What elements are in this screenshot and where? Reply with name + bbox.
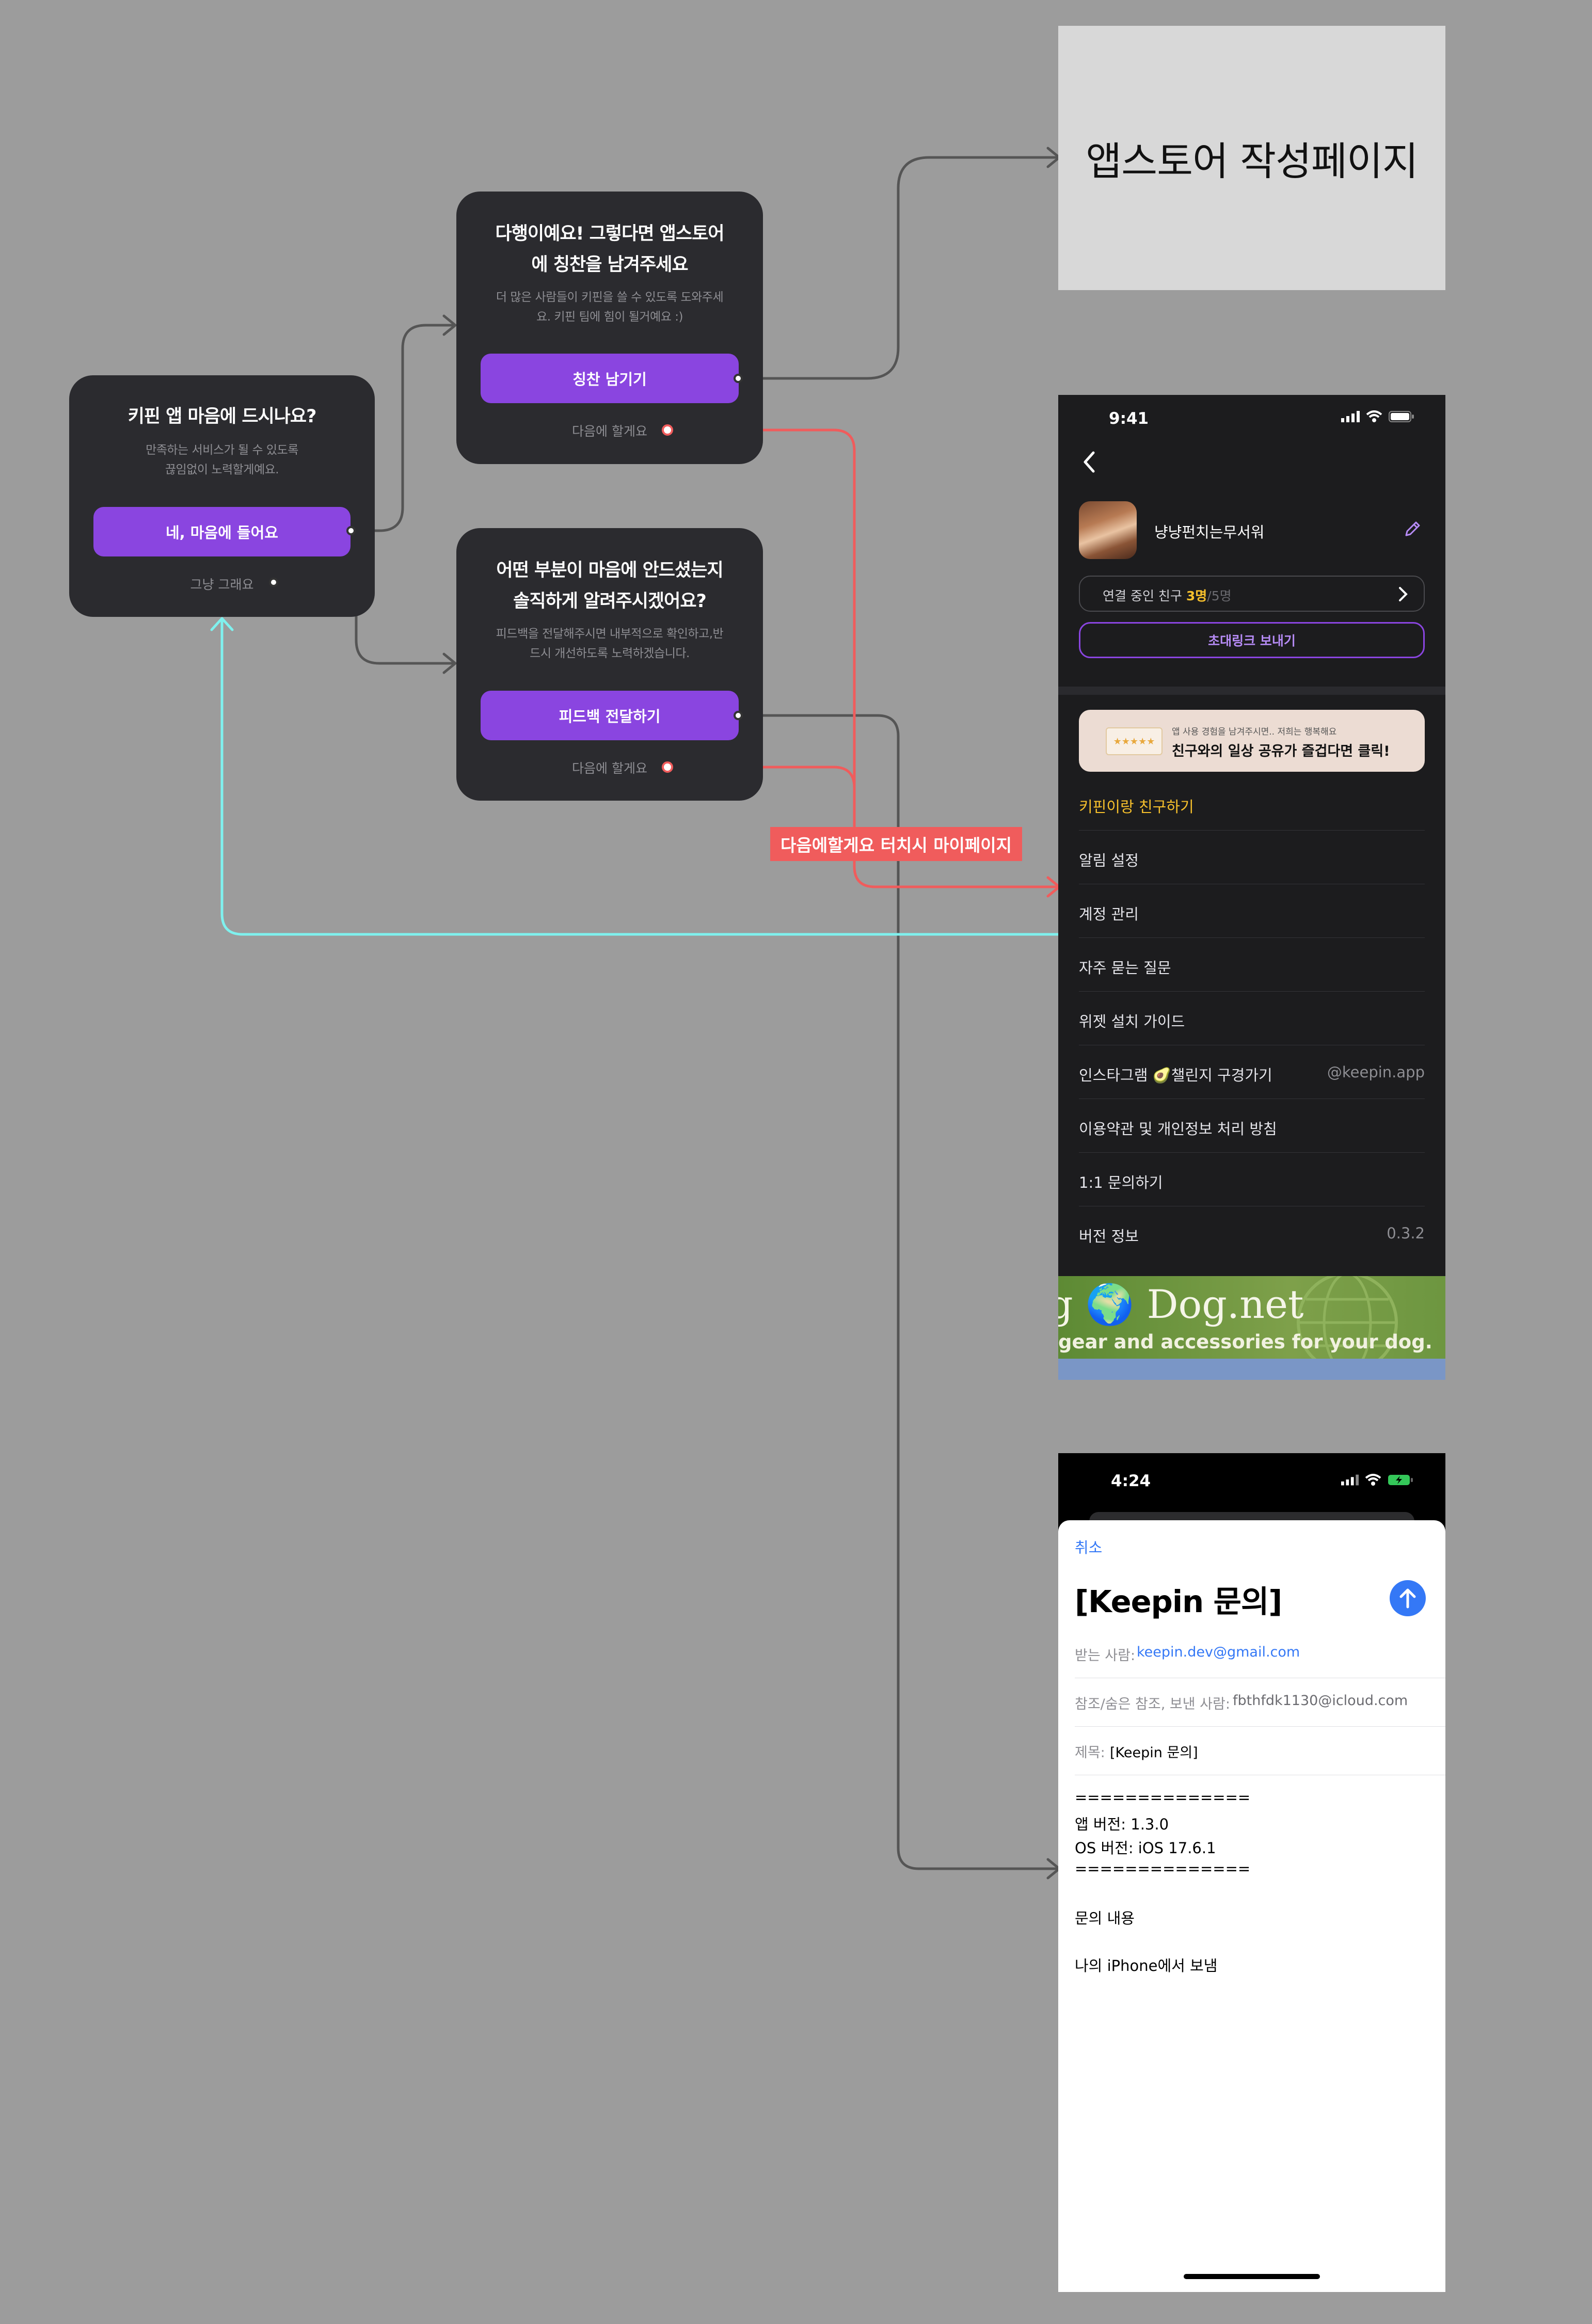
battery-charging-icon — [1388, 1475, 1413, 1485]
back-icon[interactable] — [1079, 447, 1100, 477]
appstore-placeholder: 앱스토어 작성페이지 — [1058, 26, 1445, 290]
appstore-label: 앱스토어 작성페이지 — [1086, 138, 1418, 184]
status-icons — [1341, 1474, 1413, 1486]
mail-title: [Keepin 문의] — [1075, 1584, 1282, 1619]
body-app-version: 앱 버전: 1.3.0 — [1075, 1816, 1169, 1833]
connected-friends-bar[interactable]: 연결 중인 친구 3명/5명 — [1079, 576, 1425, 612]
dialog-description: 만족하는 서비스가 될 수 있도록 끊임없이 노력할게예요. — [146, 443, 298, 476]
dialog-description: 더 많은 사람들이 키핀을 쓸 수 있도록 도와주세 요. 키핀 팀에 힘이 될… — [496, 291, 724, 324]
send-invite-link-button[interactable]: 초대링크 보내기 — [1079, 622, 1425, 658]
menu-item-inquiry[interactable]: 1:1 문의하기 — [1079, 1153, 1425, 1206]
version-value: 0.3.2 — [1387, 1224, 1425, 1242]
mypage-screen: 9:41 냥냥펀치는무서워 연결 중인 친구 3명/5명 초대링크 보내기 ★★… — [1058, 395, 1445, 1380]
cc-value: fbthfdk1130@icloud.com — [1233, 1693, 1408, 1709]
friends-count: 3명 — [1186, 588, 1207, 603]
stars-illustration: ★★★★★ — [1106, 727, 1163, 755]
flow-praise-to-appstore — [737, 156, 1060, 380]
edit-pencil-icon[interactable] — [1402, 519, 1423, 539]
review-banner[interactable]: ★★★★★ 앱 사용 경험을 남겨주시면.. 저희는 행복해요 친구와의 일상 … — [1079, 710, 1425, 772]
signal-icon — [1341, 411, 1360, 422]
satisfaction-dialog: 키핀 앱 마음에 드시나요? 만족하는 서비스가 될 수 있도록 끊임없이 노력… — [69, 375, 375, 617]
ad-globe-graphic — [1297, 1276, 1398, 1359]
to-field[interactable]: 받는 사람: keepin.dev@gmail.com — [1075, 1630, 1445, 1678]
status-time: 4:24 — [1111, 1472, 1151, 1490]
mail-compose-screen: 4:24 취소 [Keepin 문의] 받는 사람: keepin.dev@gm… — [1058, 1453, 1445, 2292]
subject-field[interactable]: 제목: [Keepin 문의] — [1075, 1727, 1445, 1775]
friends-label: 연결 중인 친구 — [1103, 588, 1182, 603]
to-value: keepin.dev@gmail.com — [1137, 1644, 1300, 1660]
ad-title: g 🌍 Dog.net — [1058, 1281, 1304, 1327]
flow-yes-to-praise — [349, 324, 456, 532]
banner-subtext: 앱 사용 경험을 남겨주시면.. 저희는 행복해요 — [1172, 727, 1337, 737]
menu-item-widget-guide[interactable]: 위젯 설치 가이드 — [1079, 992, 1425, 1045]
section-divider — [1058, 687, 1445, 695]
dialog-title: 어떤 부분이 마음에 안드셨는지 솔직하게 알려주시겠어요? — [496, 560, 723, 612]
dialog-title: 다행이예요! 그렇다면 앱스토어 에 칭찬을 남겨주세요 — [495, 224, 725, 275]
menu-item-notification-settings[interactable]: 알림 설정 — [1079, 831, 1425, 884]
body-os-version: OS 버전: iOS 17.6.1 — [1075, 1839, 1216, 1857]
flow-feedback-to-mail — [737, 714, 1060, 1870]
wifi-icon — [1365, 1474, 1381, 1486]
body-signature: 나의 iPhone에서 보냄 — [1075, 1957, 1218, 1975]
banner-title: 친구와의 일상 공유가 즐겁다면 클릭! — [1172, 743, 1390, 759]
soso-link[interactable]: 그냥 그래요 — [190, 577, 254, 592]
subject-value: [Keepin 문의] — [1110, 1745, 1198, 1761]
status-bar: 9:41 — [1058, 395, 1445, 428]
flow-praise-later-to-mypage — [666, 428, 1060, 888]
body-separator: ============== — [1075, 1789, 1251, 1806]
flow-feedback-later-to-mypage — [666, 766, 856, 848]
ad-strip — [1058, 1359, 1445, 1380]
praise-dialog: 다행이예요! 그렇다면 앱스토어 에 칭찬을 남겨주세요 더 많은 사람들이 키… — [456, 192, 763, 464]
status-icons — [1341, 410, 1414, 423]
annotation-label: 다음에할게요 터치시 마이페이지 — [770, 827, 1022, 861]
instagram-handle: @keepin.app — [1327, 1063, 1425, 1081]
later-link[interactable]: 다음에 할게요 — [572, 424, 647, 439]
send-feedback-button[interactable]: 피드백 전달하기 — [481, 691, 739, 740]
wifi-icon — [1366, 410, 1382, 422]
later-link[interactable]: 다음에 할게요 — [572, 761, 647, 776]
arrowhead-satisfaction — [210, 617, 234, 631]
chevron-right-icon — [1399, 587, 1408, 601]
profile-avatar[interactable] — [1079, 501, 1137, 559]
send-arrow-icon[interactable] — [1390, 1580, 1426, 1616]
friends-total: /5명 — [1207, 588, 1232, 603]
menu-item-faq[interactable]: 자주 묻는 질문 — [1079, 938, 1425, 992]
dialog-description: 피드백을 전달해주시면 내부적으로 확인하고,반 드시 개선하도록 노력하겠습니… — [496, 627, 724, 660]
home-indicator — [1184, 2274, 1320, 2279]
menu-item-account[interactable]: 계정 관리 — [1079, 884, 1425, 938]
dialog-title: 키핀 앱 마음에 드시나요? — [128, 406, 317, 427]
signal-icon — [1341, 1474, 1359, 1486]
mail-sheet: 취소 [Keepin 문의] 받는 사람: keepin.dev@gmail.c… — [1058, 1520, 1445, 2292]
ad-banner[interactable]: g 🌍 Dog.net gear and accessories for you… — [1058, 1276, 1445, 1359]
menu-item-instagram[interactable]: 인스타그램 🥑챌린지 구경가기@keepin.app — [1079, 1045, 1425, 1099]
cancel-button[interactable]: 취소 — [1075, 1539, 1103, 1556]
battery-icon — [1389, 411, 1414, 422]
arrowhead-feedback — [442, 652, 457, 674]
arrowhead-praise — [442, 314, 457, 336]
ad-subtitle: gear and accessories for your dog. — [1058, 1331, 1432, 1353]
body-inquiry[interactable]: 문의 내용 — [1075, 1909, 1135, 1927]
menu-item-terms[interactable]: 이용약관 및 개인정보 처리 방침 — [1079, 1099, 1425, 1153]
leave-praise-button[interactable]: 칭찬 남기기 — [481, 354, 739, 403]
menu-item-be-friends[interactable]: 키핀이랑 친구하기 — [1079, 777, 1425, 831]
status-time: 9:41 — [1109, 409, 1149, 428]
feedback-dialog: 어떤 부분이 마음에 안드셨는지 솔직하게 알려주시겠어요? 피드백을 전달해주… — [456, 528, 763, 801]
nickname: 냥냥펀치는무서워 — [1154, 523, 1265, 541]
cc-field[interactable]: 참조/숨은 참조, 보낸 사람: fbthfdk1130@icloud.com — [1075, 1678, 1445, 1727]
body-separator: ============== — [1075, 1860, 1251, 1877]
like-button[interactable]: 네, 마음에 들어요 — [93, 507, 351, 556]
